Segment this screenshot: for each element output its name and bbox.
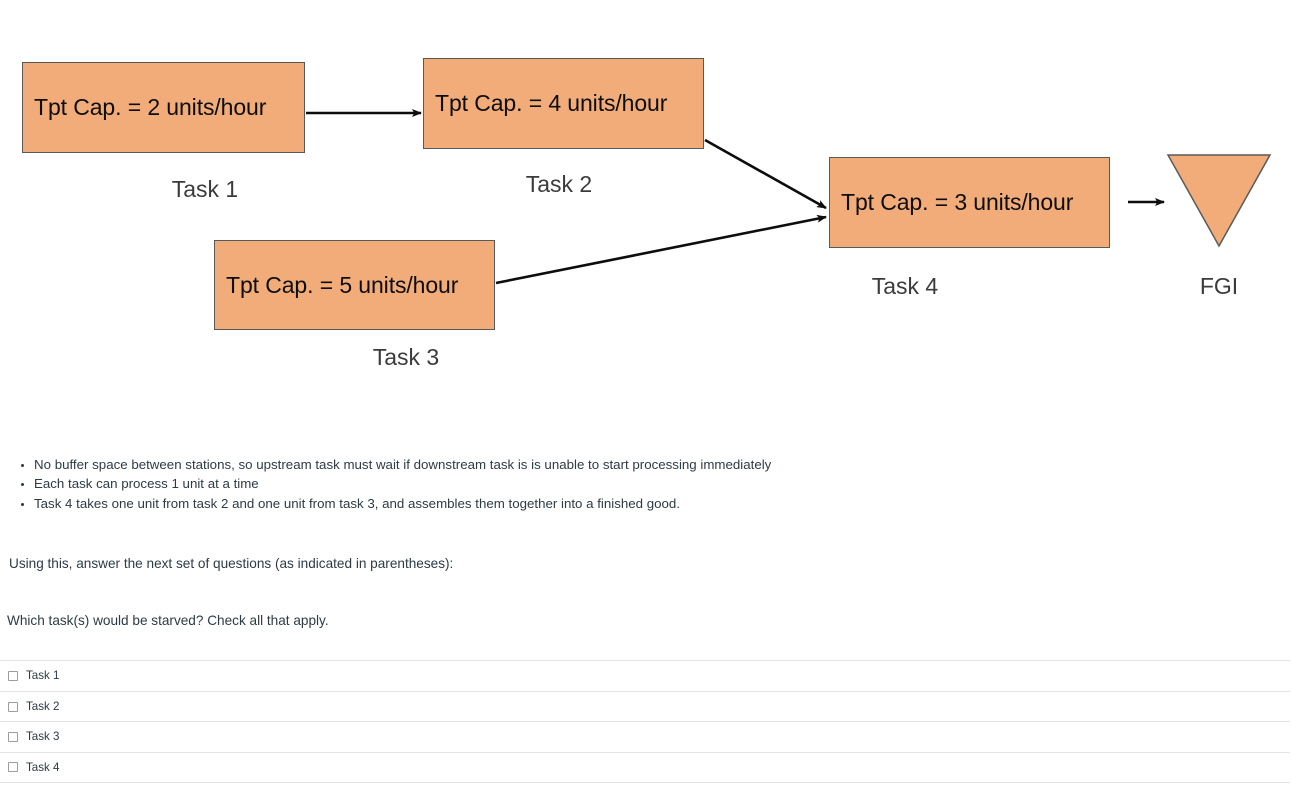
checkbox-icon[interactable] — [8, 762, 18, 773]
task2-label: Task 2 — [525, 171, 593, 197]
checkbox-icon[interactable] — [8, 701, 18, 712]
edge-task2-task4 — [704, 138, 827, 210]
task3-label: Task 3 — [372, 344, 440, 370]
list-item: No buffer space between stations, so ups… — [34, 455, 1293, 474]
assumptions-list: No buffer space between stations, so ups… — [0, 455, 1293, 513]
task3-capacity-text: Tpt Cap. = 5 units/hour — [226, 271, 459, 298]
task4-box: Tpt Cap. = 3 units/hour — [829, 157, 1110, 248]
list-item: Each task can process 1 unit at a time — [34, 474, 1293, 493]
task4-label: Task 4 — [871, 273, 939, 299]
answer-label: Task 4 — [26, 760, 60, 774]
checkbox-icon[interactable] — [8, 732, 18, 743]
fgi-triangle-shape — [1166, 154, 1272, 248]
task1-capacity-text: Tpt Cap. = 2 units/hour — [34, 94, 267, 120]
intro-text: Using this, answer the next set of quest… — [9, 556, 454, 571]
task1-box: Tpt Cap. = 2 units/hour — [22, 62, 305, 153]
diagram-connectors — [306, 109, 1272, 285]
answer-option-task-2[interactable]: Task 2 — [0, 690, 1290, 722]
edge-task3-task4 — [495, 214, 827, 285]
answer-label: Task 2 — [26, 699, 60, 713]
task4-capacity-text: Tpt Cap. = 3 units/hour — [841, 189, 1074, 215]
fgi-label: FGI — [1199, 273, 1239, 299]
task2-capacity-text: Tpt Cap. = 4 units/hour — [435, 90, 668, 116]
answer-option-task-4[interactable]: Task 4 — [0, 752, 1290, 783]
answer-label: Task 1 — [26, 669, 60, 683]
checkbox-icon[interactable] — [8, 670, 18, 681]
process-flow-diagram: Tpt Cap. = 2 units/hour Task 1 Tpt Cap. … — [22, 58, 1272, 370]
list-item: Task 4 takes one unit from task 2 and on… — [34, 494, 1293, 513]
answer-option-task-3[interactable]: Task 3 — [0, 721, 1290, 752]
answer-option-task-1[interactable]: Task 1 — [0, 660, 1290, 691]
question-prompt: Which task(s) would be starved? Check al… — [7, 613, 329, 628]
answer-choice-list: Task 1 Task 2 Task 3 Task 4 — [0, 660, 1290, 783]
task3-box: Tpt Cap. = 5 units/hour — [214, 240, 495, 330]
task1-label: Task 1 — [171, 176, 239, 202]
task2-box: Tpt Cap. = 4 units/hour — [423, 58, 704, 149]
answer-label: Task 3 — [26, 730, 60, 744]
